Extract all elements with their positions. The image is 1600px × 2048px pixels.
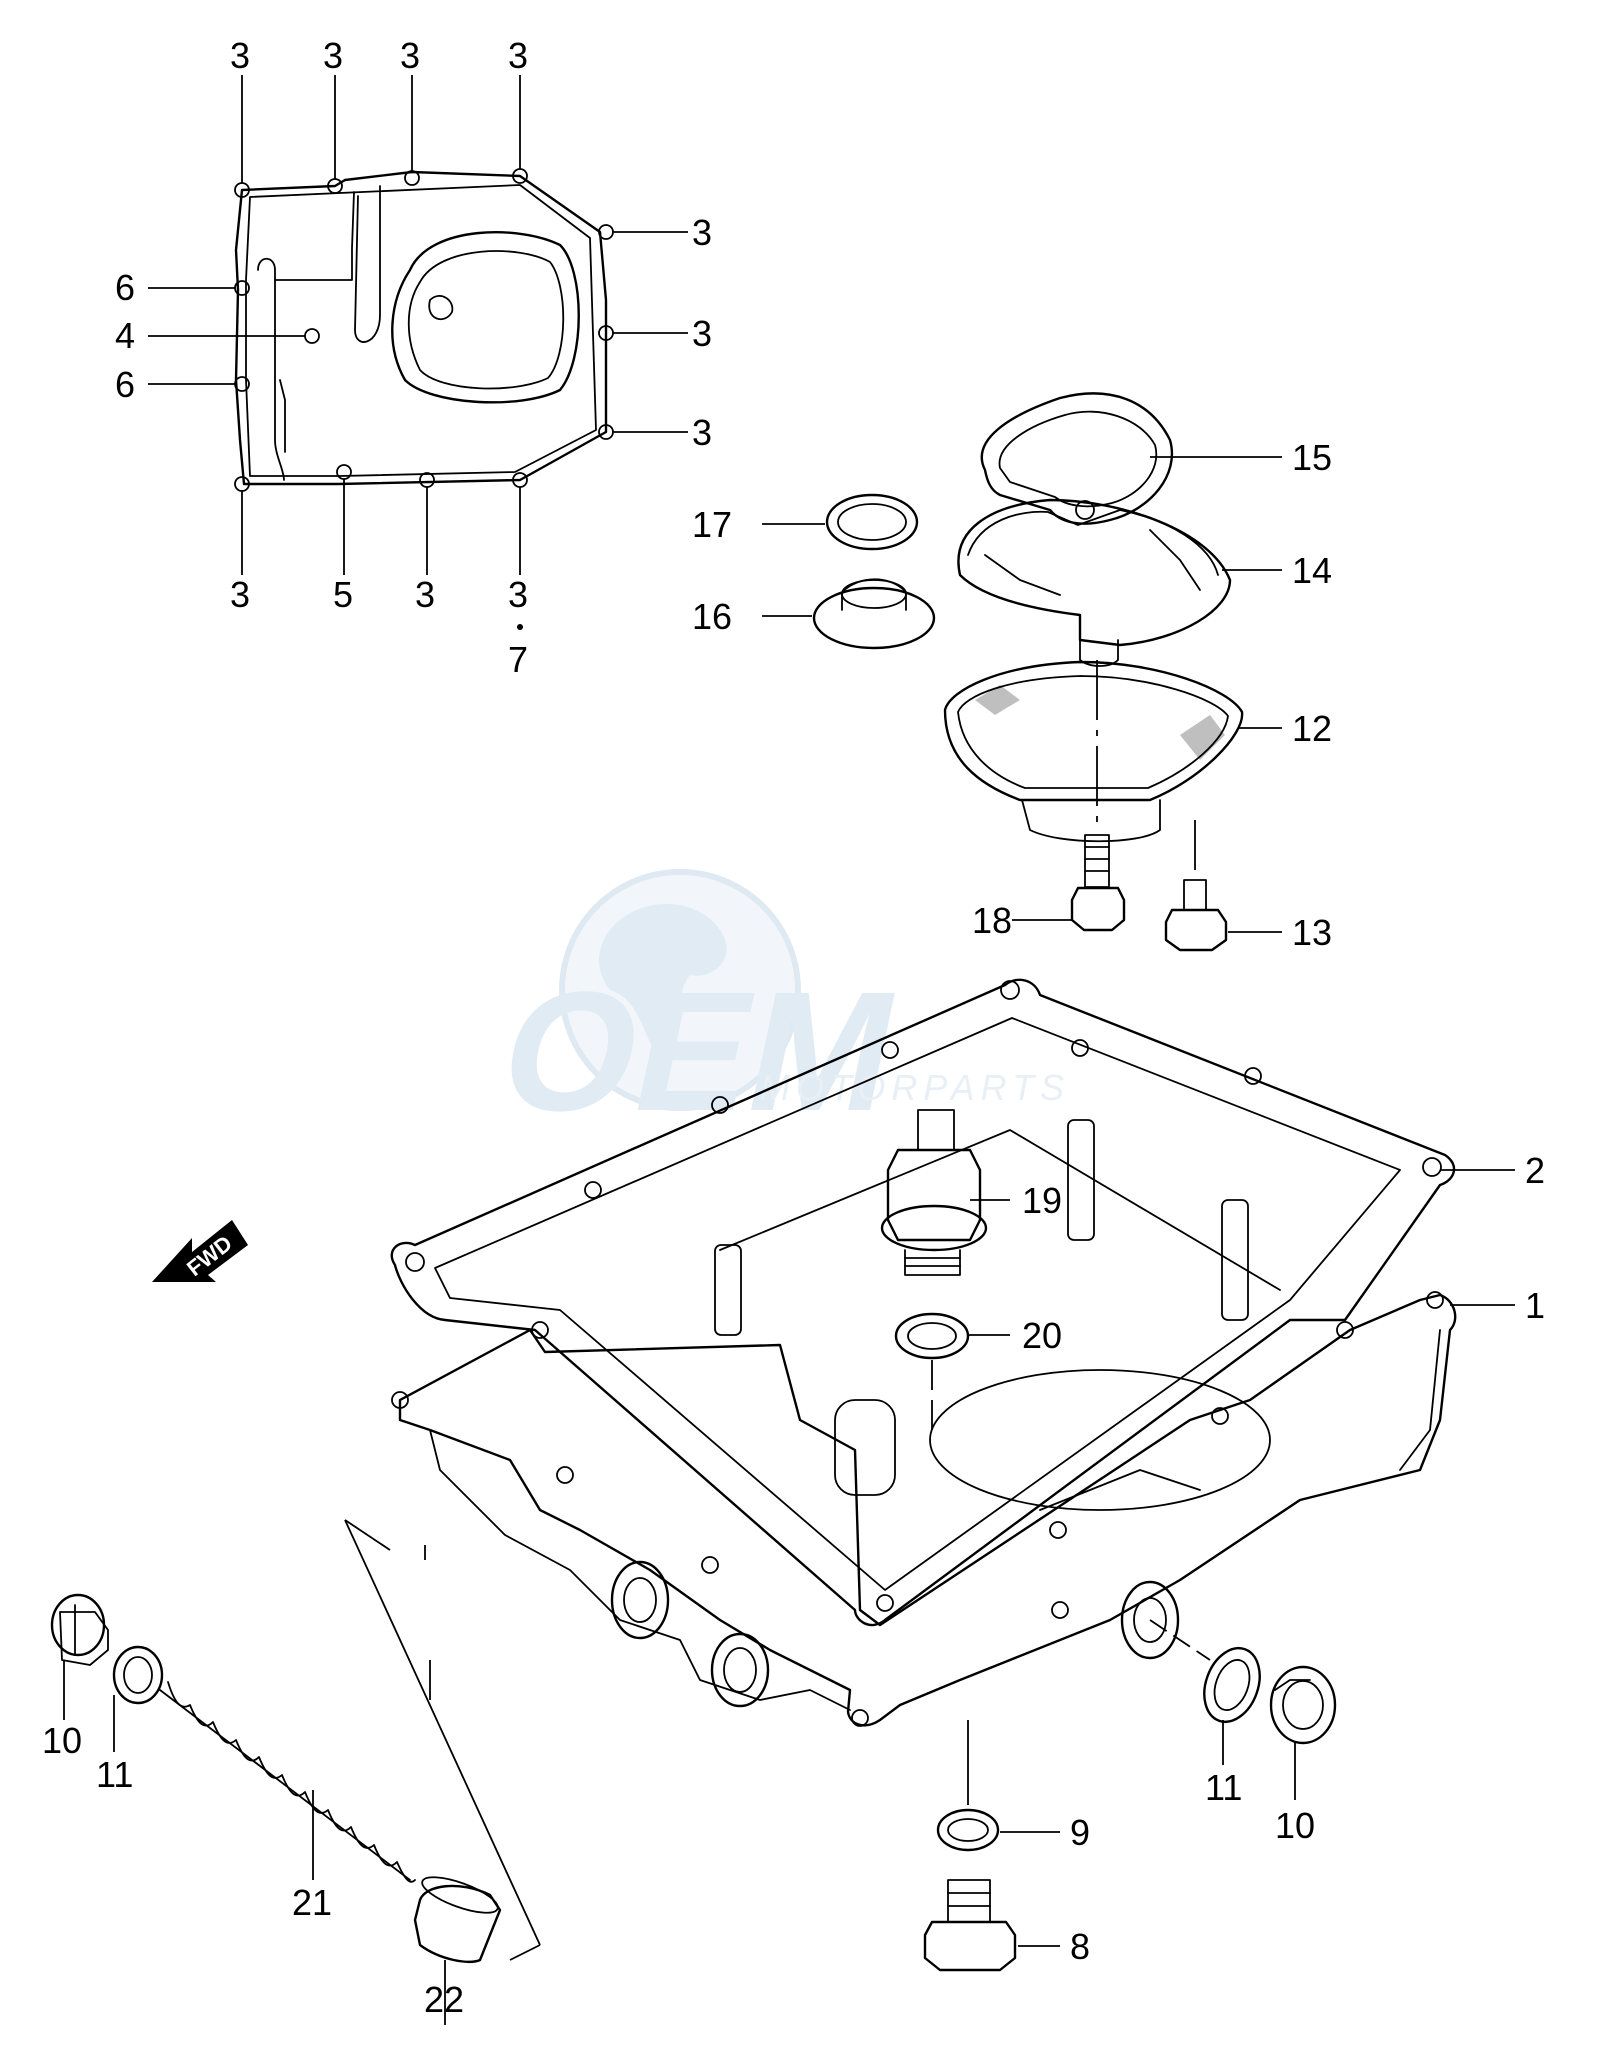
- washer-11-left: [112, 1645, 164, 1705]
- callout-3: 3: [692, 212, 712, 253]
- oil-pan-1: [398, 1119, 1457, 1727]
- callout-7: 7: [508, 639, 528, 680]
- oil-pan-gasket-outline: [234, 170, 608, 486]
- washer-9: [936, 1808, 1000, 1852]
- callout-3: 3: [692, 313, 712, 354]
- callout-3: 3: [508, 574, 528, 615]
- o-ring-20: [894, 1312, 970, 1360]
- collar-16: [812, 578, 936, 650]
- gasket-bolt-holes: [234, 168, 614, 492]
- callout-3: 3: [230, 35, 250, 76]
- bolt-18: [1070, 660, 1126, 932]
- callout-3: 3: [400, 35, 420, 76]
- callout-22: 22: [424, 1979, 464, 2020]
- o-ring-17: [825, 493, 919, 551]
- callout-3: 3: [323, 35, 343, 76]
- callout-10: 10: [1275, 1805, 1315, 1846]
- callout-3: 3: [230, 574, 250, 615]
- callout-15: 15: [1292, 437, 1332, 478]
- watermark-brand: OEM: [486, 957, 914, 1147]
- pan-port-right: [1120, 1580, 1180, 1660]
- spring-21: [159, 1681, 416, 1883]
- callout-12: 12: [1292, 708, 1332, 749]
- strainer-cover-14: [957, 498, 1232, 667]
- callout-3: 3: [415, 574, 435, 615]
- callout-6: 6: [115, 267, 135, 308]
- watermark-subtitle: MOTORPARTS: [760, 1067, 1070, 1108]
- callout-1: 1: [1525, 1285, 1545, 1326]
- plunger-22: [413, 1876, 502, 1964]
- callout-21: 21: [292, 1882, 332, 1923]
- callout-5: 5: [333, 574, 353, 615]
- callout-3: 3: [692, 412, 712, 453]
- strainer-screen-12: [943, 660, 1244, 843]
- oil-pressure-switch-19: [880, 1109, 988, 1276]
- plug-10-left: [50, 1593, 109, 1666]
- callout-13: 13: [1292, 912, 1332, 953]
- callout-3: 3: [508, 35, 528, 76]
- bolt-13: [1164, 820, 1228, 952]
- callout-17: 17: [692, 504, 732, 545]
- callout-14: 14: [1292, 550, 1332, 591]
- callout-18: 18: [972, 900, 1012, 941]
- callout-11: 11: [96, 1754, 133, 1795]
- watermark-logo: OEM MOTORPARTS: [486, 869, 1070, 1147]
- callout-4: 4: [115, 315, 135, 356]
- oil-pan-gasket-2: [390, 978, 1456, 1627]
- callout-6: 6: [115, 364, 135, 405]
- plug-10-right: [1269, 1665, 1337, 1745]
- drain-plug-8: [923, 1879, 1017, 1972]
- callout-11: 11: [1205, 1767, 1242, 1808]
- gasket-leaders: [148, 75, 688, 630]
- callout-9: 9: [1070, 1812, 1090, 1853]
- pan-port-center: [710, 1632, 770, 1708]
- callout-19: 19: [1022, 1180, 1062, 1221]
- fwd-direction-arrow: FWD: [152, 1220, 248, 1282]
- washer-11-right: [1203, 1647, 1261, 1723]
- pan-port-left: [610, 1560, 670, 1640]
- callout-20: 20: [1022, 1315, 1062, 1356]
- callout-16: 16: [692, 596, 732, 637]
- strainer-gasket-15: [980, 392, 1174, 525]
- main-leaders: [63, 1169, 1515, 2025]
- callout-8: 8: [1070, 1926, 1090, 1967]
- strainer-leaders: [762, 456, 1282, 933]
- pan-bolt-holes: [391, 980, 1444, 1727]
- exploded-view-bracket: [344, 1519, 541, 1961]
- callout-10: 10: [42, 1720, 82, 1761]
- callout-2: 2: [1525, 1150, 1545, 1191]
- callout-labels: 3 3 3 3 3 3 3 3 3 3 6 4 6 5 7 15 14 12 1…: [42, 35, 1545, 2020]
